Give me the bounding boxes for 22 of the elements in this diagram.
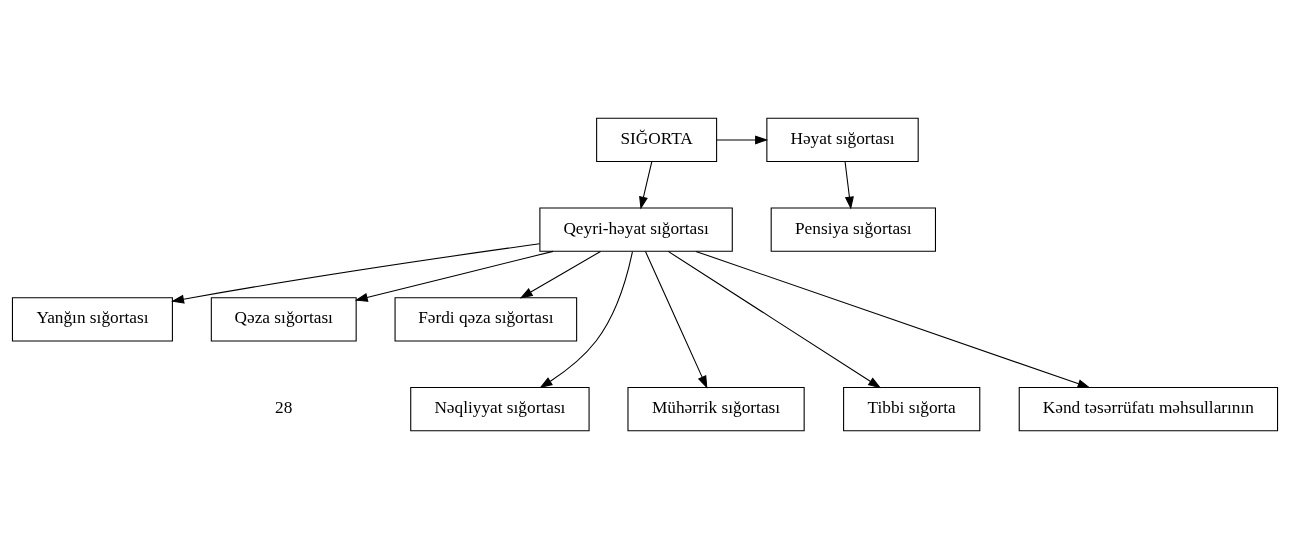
arrow: [716, 135, 769, 145]
node-box: Həyat sığortası: [766, 117, 919, 163]
arrow: [695, 250, 1091, 389]
node-box: Mühərrik sığortası: [627, 386, 805, 432]
arrow: [519, 250, 601, 299]
arrow: [844, 161, 854, 210]
node-box: Fərdi qəza sığortası: [394, 297, 578, 342]
arrow: [644, 251, 708, 389]
arrow: [354, 250, 554, 302]
node-box: Kənd təsərrüfatı məhsullarının: [1018, 386, 1279, 432]
arrow: [171, 243, 541, 304]
arrow: [639, 161, 653, 210]
node-box: Pensiya sığortası: [770, 207, 936, 252]
node-box: SIĞORTA: [596, 117, 718, 163]
node-box: Qeyri-həyat sığortası: [539, 207, 733, 252]
node-box: Nəqliyyat sığortası: [410, 386, 590, 432]
arrow: [539, 251, 633, 388]
node-box: Qəza sığortası: [210, 297, 357, 342]
node-box: Yanğın sığortası: [11, 297, 173, 342]
node-box: Tibbi sığorta: [843, 386, 981, 432]
label: 28: [275, 398, 293, 418]
arrow: [667, 250, 882, 389]
